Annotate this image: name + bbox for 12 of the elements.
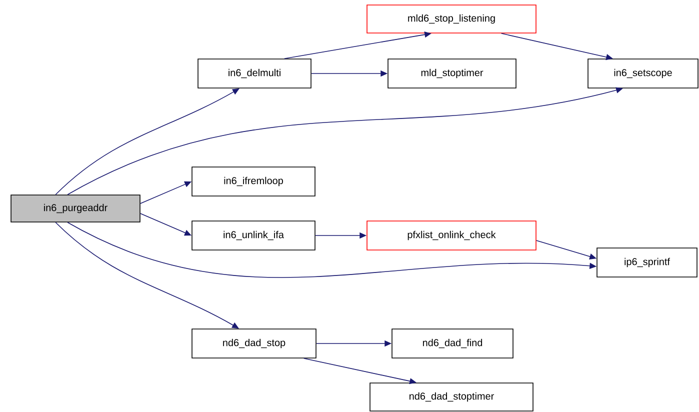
function-box: in6_setscope: [588, 58, 698, 88]
function-box: in6_purgeaddr: [10, 194, 140, 222]
function-box: nd6_dad_stoptimer: [370, 382, 534, 412]
function-box: mld_stoptimer: [388, 58, 516, 88]
function-box: nd6_dad_find: [392, 328, 514, 358]
function-box: nd6_dad_stop: [192, 328, 316, 358]
function-box: ip6_sprintf: [596, 248, 698, 278]
function-box: mld6_stop_listening: [366, 4, 536, 34]
function-box: in6_delmulti: [198, 58, 312, 88]
function-box: in6_ifremloop: [192, 166, 316, 196]
function-box: in6_unlink_ifa: [192, 220, 316, 250]
function-box: pfxlist_onlink_check: [366, 220, 536, 250]
